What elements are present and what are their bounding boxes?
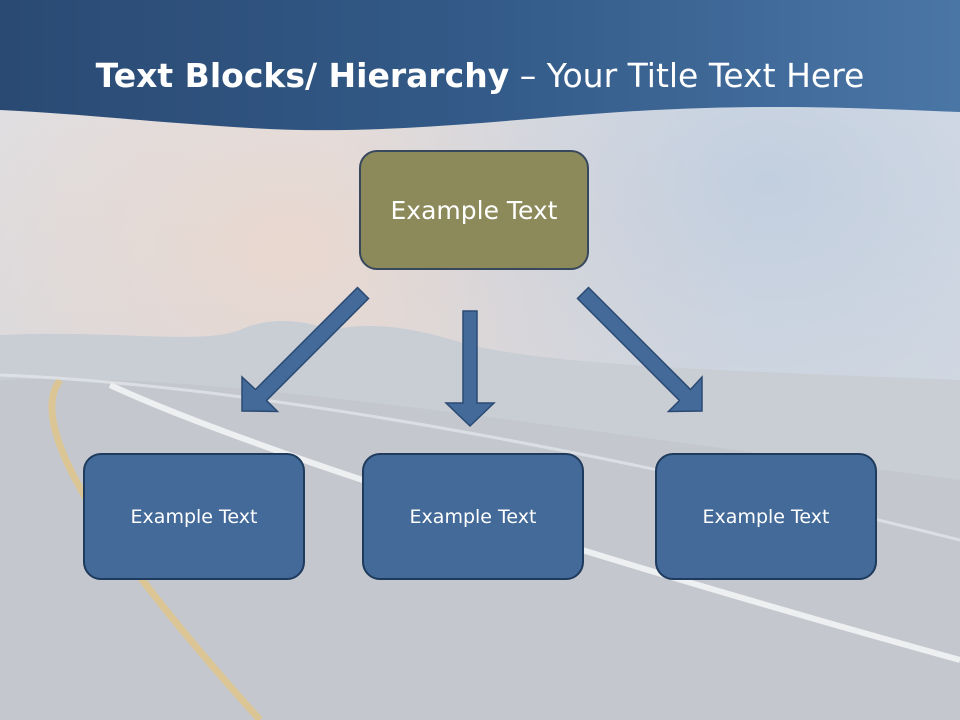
child-node-label: Example Text bbox=[130, 505, 258, 528]
arrow-right bbox=[576, 286, 703, 413]
title-normal-part: Your Title Text Here bbox=[546, 56, 865, 95]
arrow-center bbox=[444, 310, 496, 428]
child-node-label: Example Text bbox=[409, 505, 537, 528]
child-node-left: Example Text bbox=[83, 453, 305, 580]
arrow-left bbox=[241, 286, 370, 413]
child-node-label: Example Text bbox=[702, 505, 830, 528]
child-node-right: Example Text bbox=[655, 453, 877, 580]
top-node: Example Text bbox=[359, 150, 589, 270]
title-bold-part: Text Blocks/ Hierarchy bbox=[95, 56, 510, 95]
title-separator: – bbox=[509, 56, 547, 95]
slide-title: Text Blocks/ Hierarchy – Your Title Text… bbox=[0, 52, 960, 100]
child-node-center: Example Text bbox=[362, 453, 584, 580]
top-node-label: Example Text bbox=[390, 195, 558, 225]
